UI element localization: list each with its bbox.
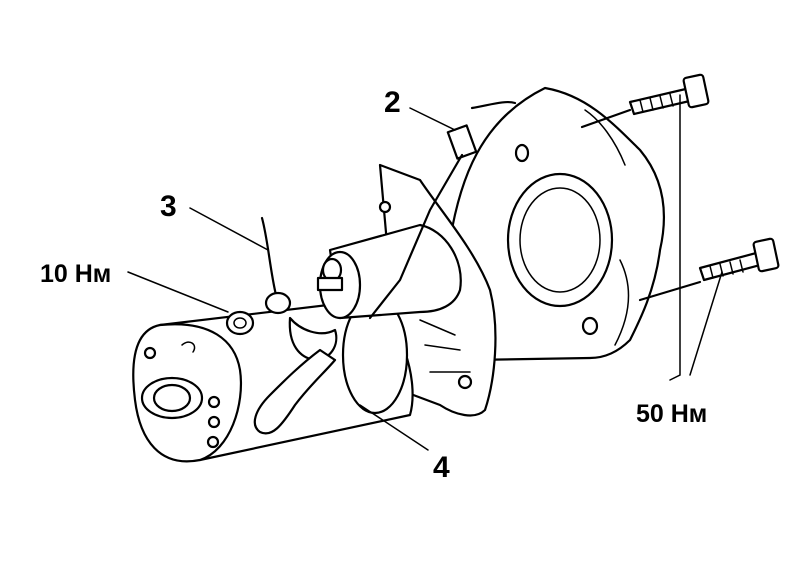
transmission-housing: [447, 86, 665, 362]
torque-10nm-label: 10 Нм: [40, 260, 111, 288]
cable-eyelet: [264, 291, 292, 315]
terminal-nut: [225, 310, 255, 336]
leader-lines: [127, 94, 723, 451]
upper-bolt: [580, 73, 710, 129]
callout-2: 2: [384, 86, 401, 119]
callout-4: 4: [433, 451, 450, 484]
lower-bolt: [638, 237, 780, 302]
upper-bolt-hole: [514, 143, 530, 163]
starter-motor: [132, 100, 517, 463]
torque-50nm-label: 50 Нм: [636, 400, 707, 428]
lower-bolt-hole: [581, 316, 599, 336]
connector: [446, 124, 478, 160]
callout-3: 3: [160, 190, 177, 223]
